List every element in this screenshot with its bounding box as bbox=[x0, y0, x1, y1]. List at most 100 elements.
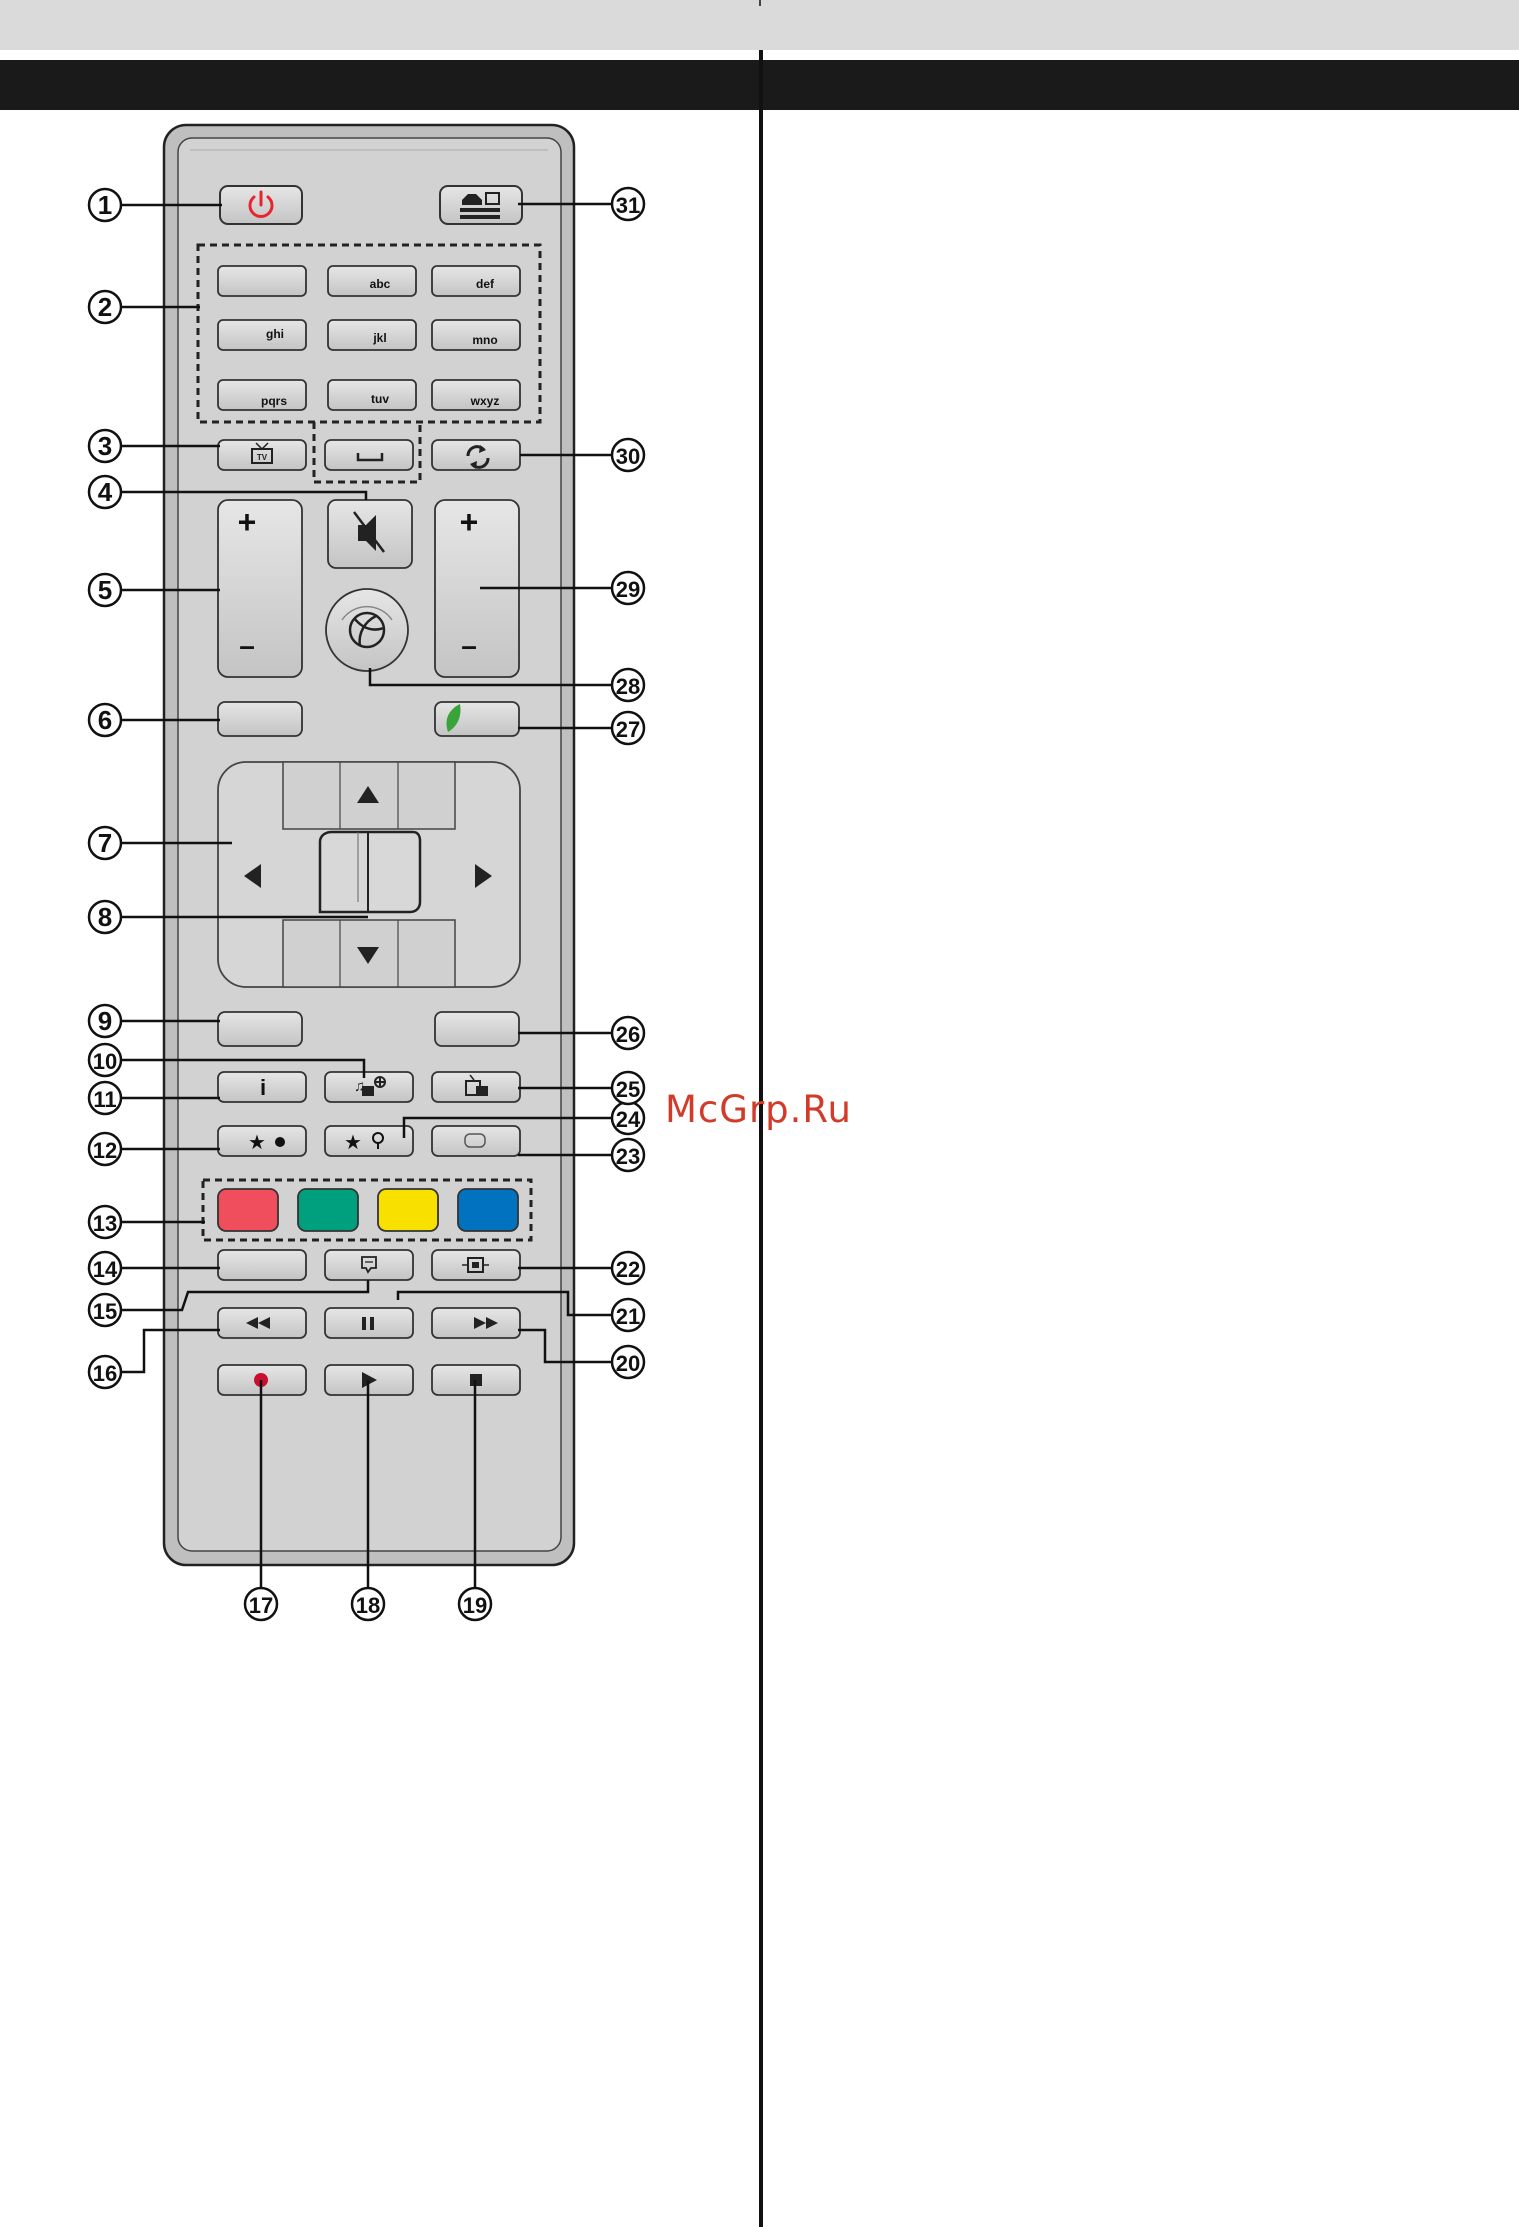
callout-19: 19 bbox=[459, 1588, 491, 1620]
callout-2: 2 bbox=[89, 291, 121, 323]
callout-21: 21 bbox=[612, 1299, 644, 1331]
callout-30: 30 bbox=[612, 439, 644, 471]
language-button[interactable] bbox=[432, 1126, 520, 1156]
svg-text:7: 7 bbox=[98, 828, 112, 858]
callout-31: 31 bbox=[612, 188, 644, 220]
callout-10: 10 bbox=[89, 1044, 121, 1076]
svg-text:10: 10 bbox=[93, 1049, 117, 1074]
callout-6: 6 bbox=[89, 704, 121, 736]
key-6[interactable]: mno bbox=[432, 320, 520, 350]
key-8-label: tuv bbox=[371, 392, 389, 406]
key-0[interactable] bbox=[325, 440, 413, 470]
key-5[interactable]: jkl bbox=[328, 320, 416, 350]
eco-button[interactable] bbox=[435, 702, 519, 736]
tv-button[interactable]: TV bbox=[218, 440, 306, 470]
back-button[interactable] bbox=[218, 1012, 302, 1046]
watermark-text: McGrp.Ru bbox=[665, 1088, 852, 1131]
mute-button[interactable] bbox=[328, 500, 412, 568]
rewind-button[interactable] bbox=[218, 1308, 306, 1338]
callout-11: 11 bbox=[89, 1082, 121, 1114]
exit-button[interactable] bbox=[435, 1012, 519, 1046]
favourites-search-button[interactable]: ★ bbox=[325, 1126, 413, 1156]
callout-23: 23 bbox=[612, 1139, 644, 1171]
key-1[interactable] bbox=[218, 266, 306, 296]
svg-text:31: 31 bbox=[616, 193, 640, 218]
red-button[interactable] bbox=[218, 1189, 278, 1231]
blue-button[interactable] bbox=[458, 1189, 518, 1231]
callout-8: 8 bbox=[89, 901, 121, 933]
svg-text:16: 16 bbox=[93, 1361, 117, 1386]
volume-rocker[interactable]: + – bbox=[218, 500, 302, 677]
callout-25: 25 bbox=[612, 1072, 644, 1104]
key-9-label: wxyz bbox=[470, 394, 500, 408]
star-icon: ★ bbox=[248, 1132, 266, 1154]
info-button[interactable]: i bbox=[218, 1072, 306, 1102]
svg-text:8: 8 bbox=[98, 902, 112, 932]
quick-menu-button[interactable] bbox=[218, 1250, 306, 1280]
media-browser-button[interactable]: ♫ bbox=[325, 1072, 413, 1102]
callout-18: 18 bbox=[352, 1588, 384, 1620]
pause-button[interactable] bbox=[325, 1308, 413, 1338]
program-minus-label: – bbox=[461, 630, 477, 661]
svg-text:23: 23 bbox=[616, 1144, 640, 1169]
svg-text:11: 11 bbox=[93, 1087, 116, 1112]
callout-1: 1 bbox=[89, 189, 121, 221]
callout-14: 14 bbox=[89, 1252, 121, 1284]
key-4[interactable]: ghi bbox=[218, 320, 306, 350]
svg-text:27: 27 bbox=[616, 717, 640, 742]
svg-text:3: 3 bbox=[98, 431, 112, 461]
volume-plus-label: + bbox=[238, 504, 257, 540]
callout-4: 4 bbox=[89, 476, 121, 508]
callout-5: 5 bbox=[89, 574, 121, 606]
svg-text:25: 25 bbox=[616, 1077, 640, 1102]
svg-text:20: 20 bbox=[616, 1351, 640, 1376]
favourites-button[interactable]: ★ bbox=[218, 1126, 306, 1156]
svg-text:2: 2 bbox=[98, 292, 112, 322]
top-tick bbox=[759, 0, 761, 6]
callout-28: 28 bbox=[612, 669, 644, 701]
key-3[interactable]: def bbox=[432, 266, 520, 296]
volume-minus-label: – bbox=[239, 630, 255, 661]
key-7-label: pqrs bbox=[261, 394, 287, 408]
power-button[interactable] bbox=[220, 186, 302, 224]
key-2-label: abc bbox=[370, 277, 391, 291]
fast-forward-button[interactable] bbox=[432, 1308, 520, 1338]
key-7[interactable]: pqrs bbox=[218, 380, 306, 410]
callout-3: 3 bbox=[89, 430, 121, 462]
callout-17: 17 bbox=[245, 1588, 277, 1620]
svg-text:17: 17 bbox=[249, 1593, 273, 1618]
callout-15: 15 bbox=[89, 1294, 121, 1326]
key-6-label: mno bbox=[472, 333, 497, 347]
green-button[interactable] bbox=[298, 1189, 358, 1231]
svg-text:21: 21 bbox=[616, 1304, 640, 1329]
svg-text:22: 22 bbox=[616, 1257, 640, 1282]
key-3-label: def bbox=[476, 277, 495, 291]
callout-24: 24 bbox=[612, 1102, 644, 1134]
callout-9: 9 bbox=[89, 1005, 121, 1037]
program-plus-label: + bbox=[460, 504, 479, 540]
svg-text:9: 9 bbox=[98, 1006, 112, 1036]
numeric-keypad: abc def ghi jkl mno pqrs tuv wxyz bbox=[218, 266, 520, 410]
record-dot-icon bbox=[275, 1137, 285, 1147]
swap-button[interactable] bbox=[432, 440, 520, 470]
menu-button[interactable] bbox=[218, 702, 302, 736]
epg-button[interactable] bbox=[432, 1072, 520, 1102]
svg-text:13: 13 bbox=[93, 1211, 117, 1236]
navigation-pad bbox=[218, 762, 520, 987]
svg-text:4: 4 bbox=[98, 477, 113, 507]
svg-text:30: 30 bbox=[616, 444, 640, 469]
internet-button[interactable] bbox=[326, 589, 408, 671]
svg-text:5: 5 bbox=[98, 575, 112, 605]
yellow-button[interactable] bbox=[378, 1189, 438, 1231]
key-8[interactable]: tuv bbox=[328, 380, 416, 410]
key-9[interactable]: wxyz bbox=[432, 380, 520, 410]
ok-button[interactable] bbox=[320, 832, 420, 912]
source-button[interactable] bbox=[440, 186, 522, 224]
key-2[interactable]: abc bbox=[328, 266, 416, 296]
callout-12: 12 bbox=[89, 1133, 121, 1165]
picture-mode-button[interactable] bbox=[432, 1250, 520, 1280]
column-divider bbox=[759, 50, 763, 2227]
remote-control-figure: abc def ghi jkl mno pqrs tuv wxyz bbox=[0, 120, 759, 1640]
key-4-label: ghi bbox=[266, 327, 284, 341]
subtitles-button[interactable] bbox=[325, 1250, 413, 1280]
